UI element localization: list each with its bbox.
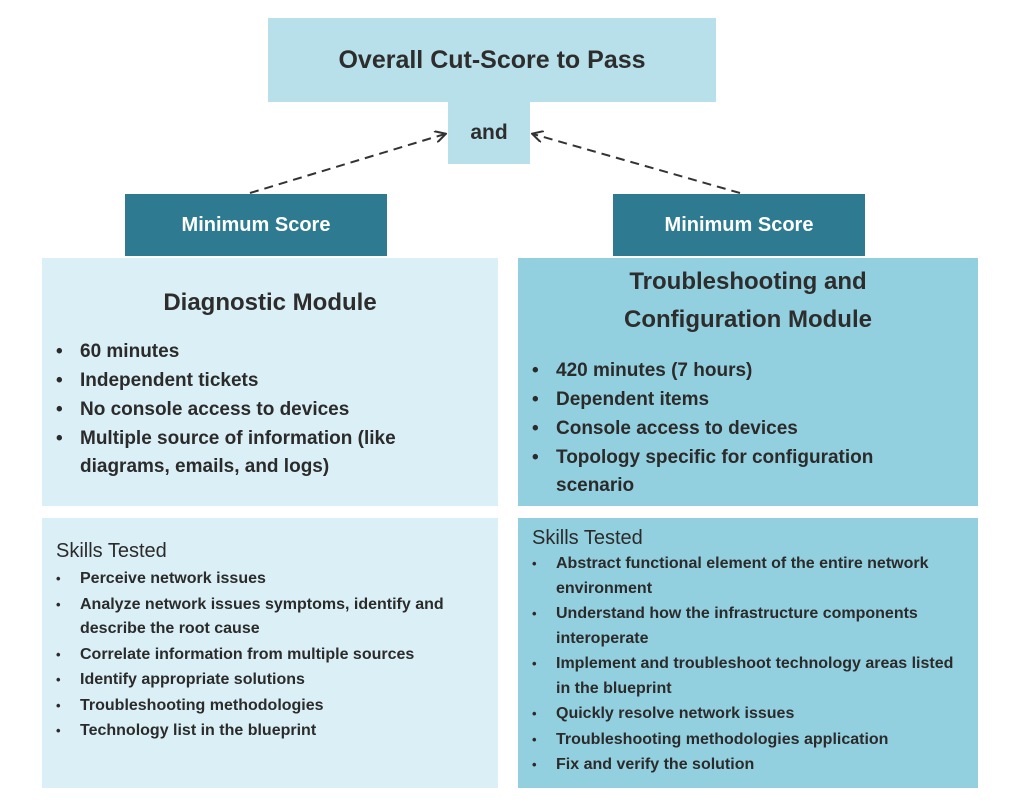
list-item: Identify appropriate solutions: [42, 668, 472, 693]
list-item: Multiple source of information (like dia…: [42, 425, 468, 481]
and-connector-label: and: [470, 121, 508, 144]
list-item: Perceive network issues: [42, 567, 472, 592]
diagnostic-module-points: 60 minutes Independent tickets No consol…: [42, 338, 498, 481]
right-minimum-score-box: Minimum Score: [613, 194, 865, 256]
module-title-line: Diagnostic Module: [163, 289, 377, 316]
diagnostic-module-panel: Diagnostic Module 60 minutes Independent…: [42, 258, 498, 506]
list-item: 60 minutes: [42, 338, 468, 366]
list-item: 420 minutes (7 hours): [518, 357, 938, 385]
troubleshooting-module-panel: Troubleshooting and Configuration Module…: [518, 258, 978, 506]
list-item: Independent tickets: [42, 367, 468, 395]
module-title-line: Troubleshooting and: [629, 268, 867, 295]
troubleshooting-skills-panel: Skills Tested Abstract functional elemen…: [518, 518, 978, 788]
list-item: Correlate information from multiple sour…: [42, 643, 472, 668]
list-item: Topology specific for configuration scen…: [518, 444, 938, 500]
diagnostic-module-title: Diagnostic Module: [42, 258, 498, 322]
module-title-line: Configuration Module: [624, 306, 872, 333]
list-item: Implement and troubleshoot technology ar…: [518, 652, 964, 701]
list-item: Understand how the infrastructure compon…: [518, 602, 964, 651]
left-minimum-score-label: Minimum Score: [181, 213, 331, 236]
left-dashed-arrow: [249, 134, 445, 194]
list-item: Quickly resolve network issues: [518, 702, 964, 727]
list-item: Dependent items: [518, 386, 938, 414]
troubleshooting-skills-list: Abstract functional element of the entir…: [518, 552, 978, 778]
list-item: Fix and verify the solution: [518, 753, 964, 778]
list-item: Analyze network issues symptoms, identif…: [42, 593, 472, 642]
list-item: Console access to devices: [518, 415, 938, 443]
diagnostic-skills-title: Skills Tested: [56, 540, 167, 562]
list-item: No console access to devices: [42, 396, 468, 424]
diagnostic-skills-list: Perceive network issues Analyze network …: [42, 567, 498, 744]
troubleshooting-module-title: Troubleshooting and Configuration Module: [518, 258, 978, 339]
list-item: Troubleshooting methodologies applicatio…: [518, 728, 964, 753]
list-item: Technology list in the blueprint: [42, 719, 472, 744]
right-minimum-score-label: Minimum Score: [664, 213, 814, 236]
and-connector-box: and: [448, 102, 530, 164]
troubleshooting-skills-title: Skills Tested: [532, 527, 643, 549]
left-minimum-score-box: Minimum Score: [125, 194, 387, 256]
list-item: Abstract functional element of the entir…: [518, 552, 964, 601]
overall-cut-score-box: Overall Cut-Score to Pass: [268, 18, 716, 102]
troubleshooting-module-points: 420 minutes (7 hours) Dependent items Co…: [518, 357, 978, 500]
overall-cut-score-title: Overall Cut-Score to Pass: [338, 45, 646, 74]
list-item: Troubleshooting methodologies: [42, 694, 472, 719]
right-dashed-arrow: [533, 134, 741, 194]
diagnostic-skills-panel: Skills Tested Perceive network issues An…: [42, 518, 498, 788]
